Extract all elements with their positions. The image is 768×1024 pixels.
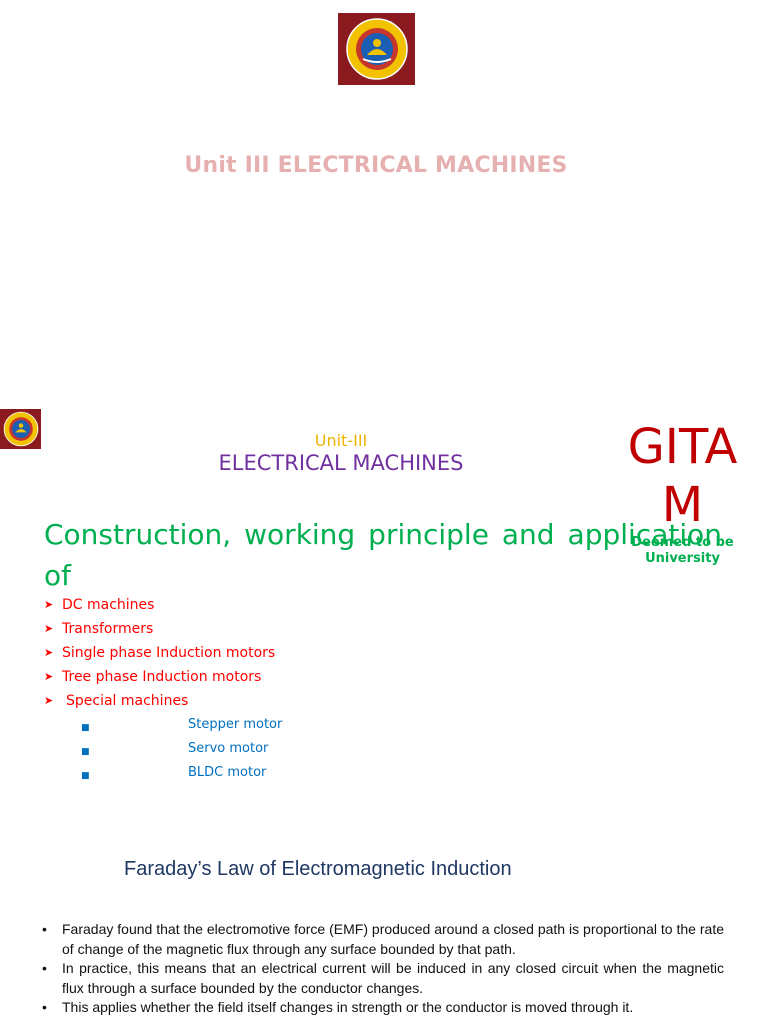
arrow-bullet-icon: ➤ xyxy=(44,694,54,707)
list-item: ➤ Tree phase Induction motors xyxy=(44,669,262,685)
sub-list-item: ■ Servo motor xyxy=(44,740,444,764)
list-item: • In practice, this means that an electr… xyxy=(42,960,724,996)
gitam-brand: GITA M xyxy=(620,418,745,534)
unit-label: Unit-III xyxy=(314,431,368,450)
list-item: • This applies whether the field itself … xyxy=(42,998,724,1018)
sub-list-item: ■ BLDC motor xyxy=(44,764,444,788)
faraday-title: Faraday’s Law of Electromagnetic Inducti… xyxy=(124,858,512,880)
square-bullet-icon: ■ xyxy=(81,771,90,781)
unit-subtitle: ELECTRICAL MACHINES xyxy=(218,451,464,475)
gitam-brand-line2: M xyxy=(661,477,704,533)
arrow-bullet-icon: ➤ xyxy=(44,646,54,659)
list-item: • Faraday found that the electromotive f… xyxy=(42,921,724,957)
list-item: ➤ Single phase Induction motors xyxy=(44,645,276,661)
list-item: ➤ DC machines xyxy=(44,597,155,613)
arrow-bullet-icon: ➤ xyxy=(44,598,54,611)
arrow-bullet-icon: ➤ xyxy=(44,622,54,635)
arrow-bullet-icon: ➤ xyxy=(44,670,54,683)
gitam-logo xyxy=(338,13,415,85)
gitam-emblem-icon xyxy=(345,18,408,80)
list-item: ➤ Special machines xyxy=(44,693,189,709)
bullet-dot-icon: • xyxy=(42,999,47,1015)
construction-heading: Construction, working principle and appl… xyxy=(44,518,722,592)
gitam-brand-line1: GITA xyxy=(627,419,738,475)
gitam-tagline: Deemed to be University xyxy=(631,535,734,566)
square-bullet-icon: ■ xyxy=(81,747,90,757)
list-item: ➤ Transformers xyxy=(44,621,154,637)
machines-list: ➤ DC machines ➤ Transformers ➤ Single ph… xyxy=(44,596,444,788)
bullet-dot-icon: • xyxy=(42,921,47,937)
sub-list-item: ■ Stepper motor xyxy=(44,716,444,740)
gitam-logo-small xyxy=(0,409,41,449)
faraday-list: • Faraday found that the electromotive f… xyxy=(42,920,724,1018)
slide-title: Unit III ELECTRICAL MACHINES xyxy=(184,153,568,178)
square-bullet-icon: ■ xyxy=(81,723,90,733)
bullet-dot-icon: • xyxy=(42,960,47,976)
gitam-emblem-icon xyxy=(3,411,38,447)
